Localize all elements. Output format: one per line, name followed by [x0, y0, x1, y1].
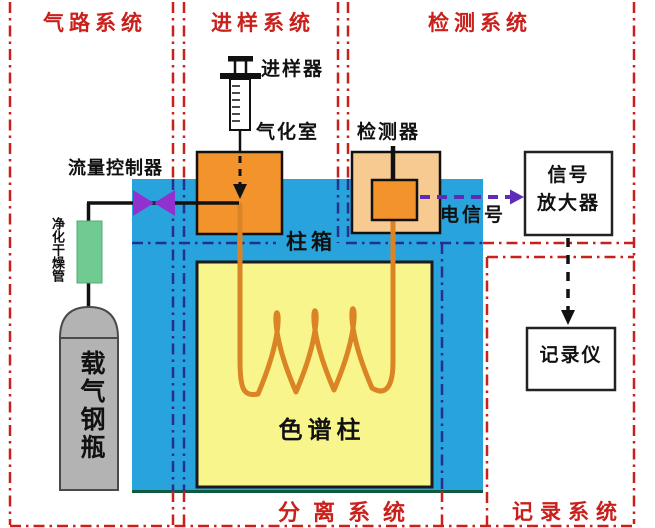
amplifier-box	[523, 150, 614, 237]
column-coil-tube	[237, 202, 396, 398]
electric-signal-label: 电信号	[440, 205, 507, 226]
recorder-box	[525, 326, 617, 392]
recorder-arrowhead	[561, 310, 575, 325]
amplifier-label-line2: 放大器	[536, 193, 600, 214]
recorder-label: 记录仪	[539, 345, 603, 366]
section-label-injection: 进样系统	[211, 12, 315, 35]
purifier-tube-label: 净化干燥管	[50, 217, 65, 282]
injection-arrowhead	[233, 184, 247, 199]
section-border-lines	[8, 2, 636, 528]
section-label-separation: 分离系统	[277, 500, 418, 525]
amplifier-label-line1: 信号	[547, 165, 590, 186]
detector-inner-box	[370, 178, 419, 222]
column-box	[195, 260, 434, 489]
column-oven-label: 柱箱	[286, 231, 336, 254]
section-label-detection: 检测系统	[428, 12, 532, 35]
syringe-icon	[220, 56, 261, 153]
section-border-lines-over-oven	[132, 179, 483, 491]
cylinder-dome	[58, 305, 120, 339]
flow-controller-label: 流量控制器	[68, 158, 163, 178]
vaporizer-label: 气化室	[256, 122, 320, 143]
purifier-tube-box	[76, 220, 103, 284]
detector-label: 检测器	[357, 122, 421, 143]
flow-valve-icon	[133, 190, 175, 216]
column-label: 色谱柱	[278, 417, 366, 444]
gas-cylinder-label: 载气钢瓶	[77, 350, 105, 462]
section-label-gas: 气路系统	[43, 12, 147, 35]
signal-arrowhead	[510, 189, 524, 205]
amplifier-label: 信号 放大器	[526, 162, 611, 218]
cylinder-body	[59, 337, 119, 491]
section-label-recording: 记录系统	[512, 501, 624, 524]
injector-label: 进样器	[261, 59, 325, 80]
